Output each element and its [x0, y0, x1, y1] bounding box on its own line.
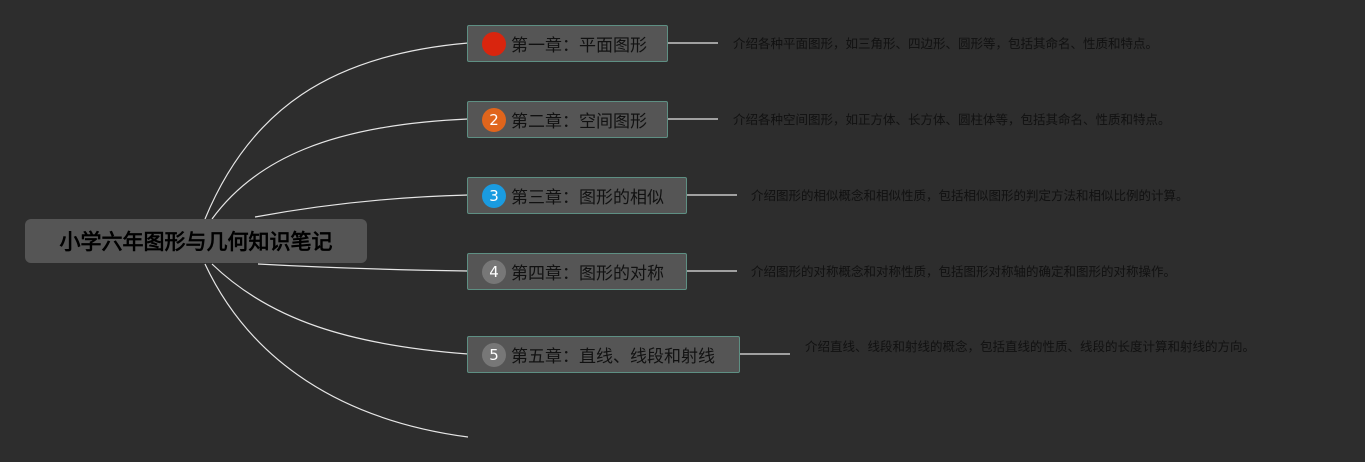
chapter-description-1: 介绍各种平面图形，如三角形、四边形、圆形等，包括其命名、性质和特点。: [733, 36, 1159, 51]
chapter-number-badge: 4: [482, 259, 506, 284]
chapter-description-5: 介绍直线、线段和射线的概念，包括直线的性质、线段的长度计算和射线的方向。: [805, 339, 1256, 354]
chapter-node-1[interactable]: 第一章：平面图形: [467, 25, 668, 62]
chapter-number-badge: [482, 31, 506, 56]
chapter-title: 第三章：图形的相似: [511, 188, 664, 208]
chapter-title: 第二章：空间图形: [511, 112, 647, 132]
chapter-description-3: 介绍图形的相似概念和相似性质，包括相似图形的判定方法和相似比例的计算。: [751, 188, 1189, 203]
branch-connector-5: [211, 263, 469, 355]
chapter-number-badge: 2: [482, 107, 506, 132]
branch-connector-3: [254, 194, 469, 218]
root-topic[interactable]: 小学六年图形与几何知识笔记: [25, 219, 367, 263]
chapter-node-3[interactable]: 3 第三章：图形的相似: [467, 177, 687, 214]
chapter-number-badge: 3: [482, 183, 506, 208]
chapter-title: 第五章：直线、线段和射线: [511, 347, 715, 367]
chapter-node-4[interactable]: 4 第四章：图形的对称: [467, 253, 687, 290]
chapter-number-badge: 5: [482, 342, 506, 367]
branch-connector-6: [204, 263, 469, 438]
chapter-title: 第一章：平面图形: [511, 36, 647, 56]
chapter-title: 第四章：图形的对称: [511, 264, 664, 284]
branch-connector-4: [257, 263, 469, 272]
branch-connector-1: [204, 42, 469, 220]
chapter-description-2: 介绍各种空间图形，如正方体、长方体、圆柱体等，包括其命名、性质和特点。: [733, 112, 1171, 127]
chapter-description-4: 介绍图形的对称概念和对称性质，包括图形对称轴的确定和图形的对称操作。: [751, 264, 1177, 279]
branch-connector-2: [211, 118, 469, 220]
root-topic-label: 小学六年图形与几何知识笔记: [59, 230, 333, 254]
chapter-node-5[interactable]: 5 第五章：直线、线段和射线: [467, 336, 740, 373]
chapter-node-2[interactable]: 2 第二章：空间图形: [467, 101, 668, 138]
